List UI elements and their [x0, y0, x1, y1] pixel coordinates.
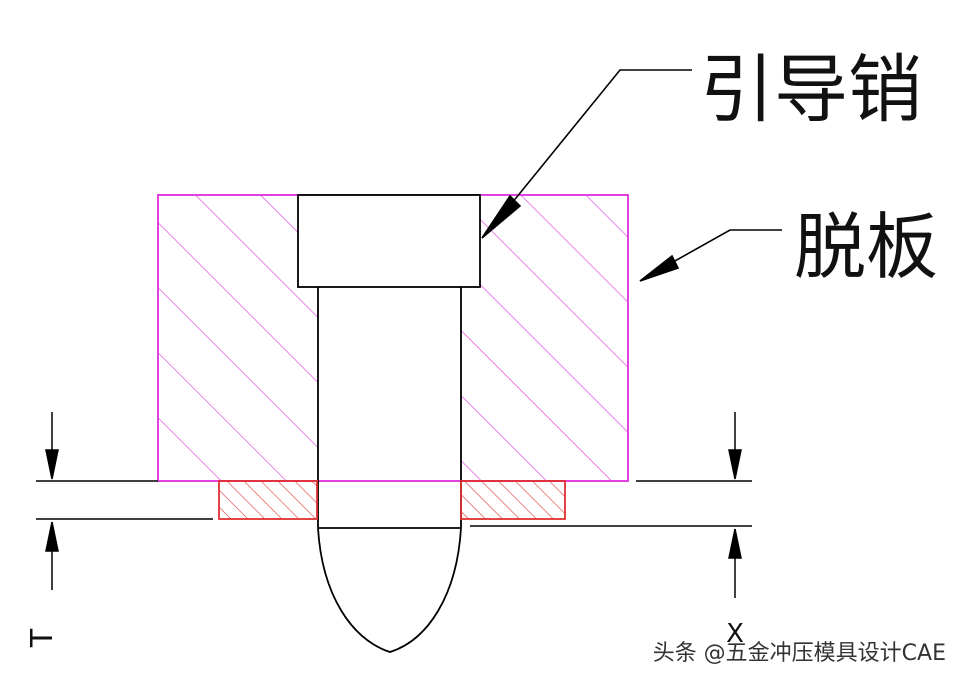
guide-pin-leader [481, 69, 692, 239]
dimension-x [728, 412, 742, 598]
watermark: 头条 @五金冲压模具设计CAE [653, 641, 946, 666]
stripper-plate-leader [639, 229, 782, 282]
reference-lines [36, 480, 752, 527]
stripper-plate-label: 脱板 [794, 205, 938, 289]
guide-pin-label: 引导销 [700, 47, 922, 133]
strip-material [218, 480, 566, 520]
guide-pin [297, 194, 481, 653]
dimension-x-label: X [726, 619, 744, 649]
dimension-t [45, 412, 59, 590]
dimension-t-label: T [25, 628, 60, 648]
pin-tip [317, 527, 462, 653]
